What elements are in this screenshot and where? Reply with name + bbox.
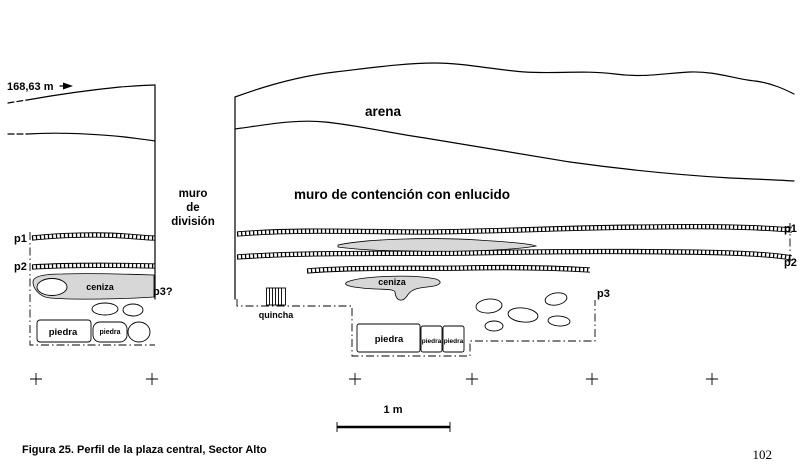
topo-right-lower <box>234 120 795 182</box>
quincha-label: quincha <box>259 310 294 320</box>
p1-right-label: p1 <box>784 223 797 235</box>
scale-label: 1 m <box>384 404 403 416</box>
excavation-limit-right <box>236 299 596 357</box>
piedra-left-small-box <box>92 321 128 343</box>
piedra-center-small-label-1: piedra <box>422 338 442 345</box>
piedra-center-small-box-1 <box>420 325 443 353</box>
page-number: 102 <box>753 447 773 462</box>
stone-left-2 <box>91 302 119 316</box>
muro-division-label-line1: muro <box>179 188 208 200</box>
piedra-left-small-label: piedra <box>99 329 120 336</box>
p2-left-label: p2 <box>14 261 27 273</box>
stone-left-1 <box>127 321 151 343</box>
floor-band-p3-right <box>307 264 590 274</box>
piedra-left-large-label: piedra <box>49 327 78 338</box>
muro-contencion-label: muro de contención con enlucido <box>294 187 510 202</box>
muro-division-label-line2: de <box>186 202 199 214</box>
figure-caption: Figura 25. Perfil de la plaza central, S… <box>22 444 267 456</box>
excavation-limit-left <box>29 232 155 346</box>
piedra-center-small-label-2: piedra <box>444 338 464 345</box>
stone-in-ash <box>36 278 68 296</box>
ash-lens-middle <box>337 238 538 252</box>
floor-band-p2-right <box>237 248 792 261</box>
p2-right-label: p2 <box>784 257 797 269</box>
stone-left-3 <box>122 303 144 317</box>
piedra-center-large-label: piedra <box>375 334 404 345</box>
ceniza-center-label: ceniza <box>378 277 407 287</box>
p3-right-label: p3 <box>597 288 610 300</box>
piedra-left-large-box <box>36 319 92 343</box>
topo-left-lower <box>26 132 156 142</box>
topo-right-upper <box>234 62 795 98</box>
ceniza-left-label: ceniza <box>86 282 115 292</box>
quincha-block <box>266 287 286 306</box>
elevation-arrow-icon <box>59 82 73 90</box>
piedra-center-large-box <box>356 323 421 353</box>
scattered-stones <box>475 292 571 332</box>
floor-band-p1-left <box>32 232 155 241</box>
ash-lens-center <box>345 275 441 301</box>
topo-left-upper-dashed <box>7 99 28 104</box>
elevation-label: 168,63 m <box>7 81 54 93</box>
datum-cross-marks <box>30 373 718 385</box>
p3-left-label: p3? <box>153 286 173 298</box>
p1-left-label: p1 <box>14 233 27 245</box>
topo-left-upper <box>26 84 156 101</box>
piedra-center-small-box-2 <box>442 325 465 353</box>
floor-band-p2-left <box>32 262 155 270</box>
scale-bar <box>336 422 451 432</box>
muro-division-label-line3: división <box>171 216 214 228</box>
floor-band-p1-right <box>237 223 792 237</box>
arena-label: arena <box>365 104 402 119</box>
